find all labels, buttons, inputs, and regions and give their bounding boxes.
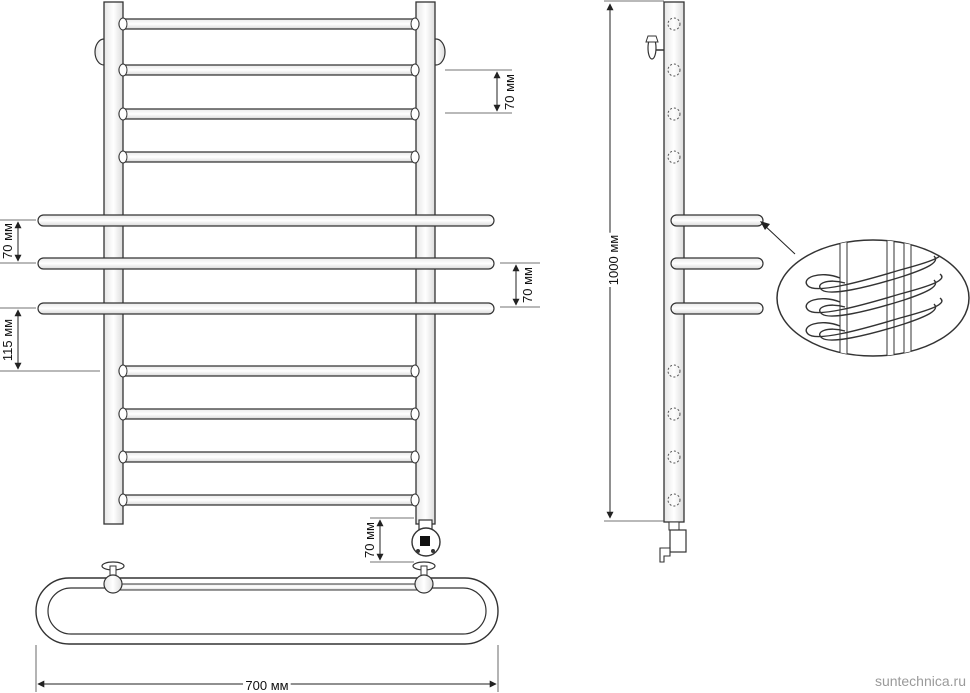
dim-left-spacing-text: 70 мм [0,223,15,259]
side-joint [667,107,681,121]
top-view-right-bracket [412,561,436,594]
shelf-rails [37,214,495,315]
side-shelf [670,257,764,270]
side-joint [667,493,681,507]
dim-left-gap: 115 мм [0,307,100,372]
side-shelf [670,302,764,315]
side-joint [667,364,681,378]
top-view-left-bracket [101,561,125,594]
top-view-inner-loop [47,587,487,635]
top-view: 700 мм [35,561,499,693]
dim-width: 700 мм [35,645,499,693]
dim-width-text: 700 мм [245,678,288,693]
inner-rung [118,150,420,164]
shelf-rail [37,302,495,315]
inner-rungs [118,17,420,507]
side-valve [659,521,687,563]
shelf-rail [37,257,495,270]
side-view: 1000 мм [603,0,970,563]
dim-left-gap-text: 115 мм [0,319,15,361]
dim-shelf-right-text: 70 мм [520,267,535,303]
dim-shelf-right-spacing: 70 мм [500,262,540,308]
dim-left-spacing: 70 мм [0,219,36,264]
inner-rung [118,364,420,378]
inner-rung [118,450,420,464]
inner-rung [118,17,420,31]
side-joint [667,407,681,421]
side-joint [667,63,681,77]
dim-valve-offset-text: 70 мм [362,522,377,558]
inner-rung [118,63,420,77]
inner-rung [118,493,420,507]
inner-rung [118,107,420,121]
dim-height-text: 1000 мм [606,235,621,285]
side-joint [667,150,681,164]
valve [411,519,441,557]
dim-top-right-text: 70 мм [502,74,517,110]
dim-valve-offset: 70 мм [362,517,414,563]
side-shelf [670,214,764,227]
side-bracket [645,35,664,60]
side-joint [667,450,681,464]
shelf-rail [37,214,495,227]
side-shelves [670,214,764,315]
dim-top-right-spacing: 70 мм [445,69,517,114]
detail-leader [760,221,796,255]
side-joint [667,17,681,31]
detail-bubble [776,239,970,357]
dim-height: 1000 мм [603,0,664,522]
side-joints [667,17,681,507]
watermark: suntechnica.ru [875,673,966,689]
front-view: 70 мм 70 мм 70 мм 115 мм 70 [0,1,540,563]
inner-rung [118,407,420,421]
